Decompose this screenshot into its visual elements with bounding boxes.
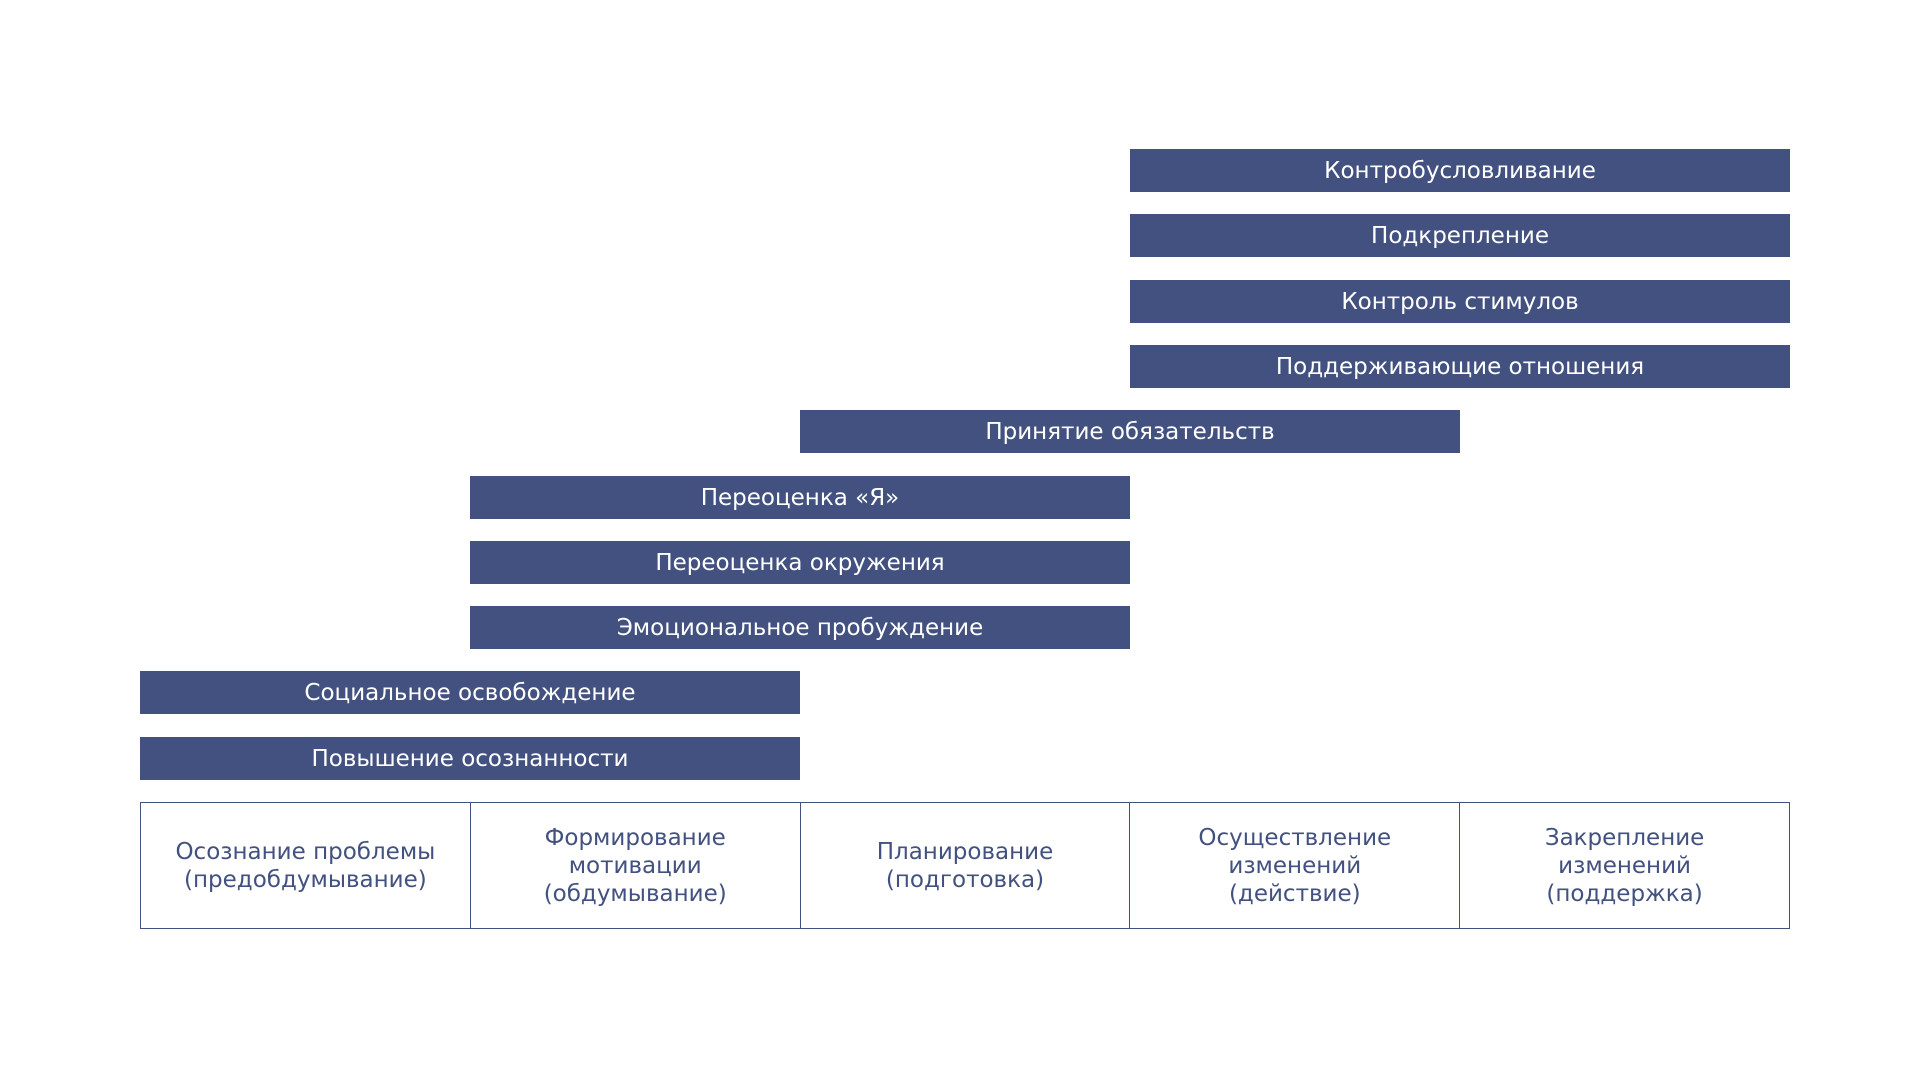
stage-cell: Осуществление изменений (действие) <box>1129 803 1459 928</box>
process-bar: Принятие обязательств <box>800 410 1460 453</box>
process-bar: Поддерживающие отношения <box>1130 345 1790 388</box>
process-bar: Контробусловливание <box>1130 149 1790 192</box>
process-bar: Переоценка «Я» <box>470 476 1130 519</box>
process-bar: Переоценка окружения <box>470 541 1130 584</box>
process-bar: Эмоциональное пробуждение <box>470 606 1130 649</box>
stage-cell: Формирование мотивации (обдумывание) <box>469 803 800 928</box>
process-bar: Контроль стимулов <box>1130 280 1790 323</box>
process-bar: Подкрепление <box>1130 214 1790 257</box>
process-bar: Повышение осознанности <box>140 737 800 780</box>
process-bar: Социальное освобождение <box>140 671 800 714</box>
stage-cell: Закрепление изменений (поддержка) <box>1459 803 1789 928</box>
stage-cell: Осознание проблемы (предобдумывание) <box>175 838 436 893</box>
stage-cell: Планирование (подготовка) <box>799 803 1130 928</box>
stages-row: Осознание проблемы (предобдумывание) Фор… <box>140 802 1790 929</box>
